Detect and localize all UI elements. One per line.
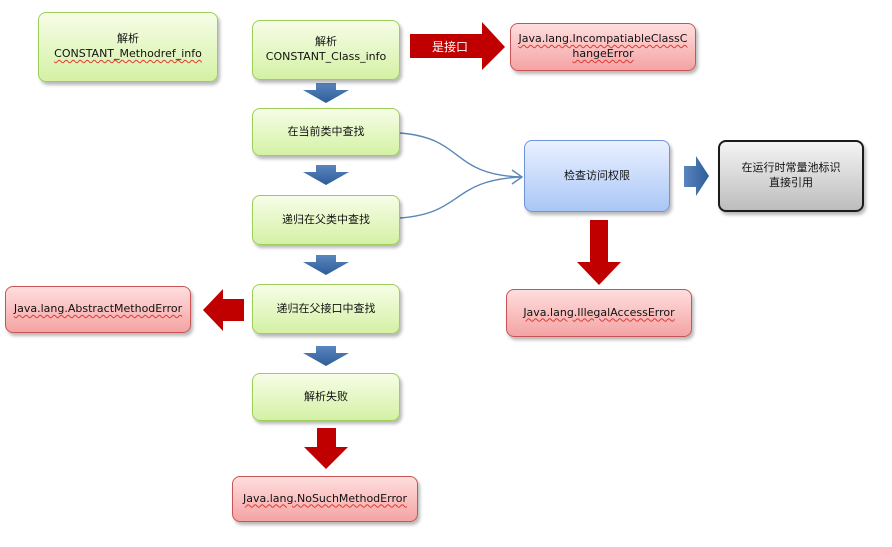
node-direct-ref-line2: 直接引用 (769, 176, 813, 189)
node-check-access: 检查访问权限 (524, 140, 670, 212)
node-parse-fail: 解析失败 (252, 373, 400, 421)
down-arrow-4 (303, 346, 349, 366)
curve-parent-to-access (399, 176, 523, 219)
red-arrow-interface (410, 22, 505, 70)
is-interface-label: 是接口 (432, 40, 469, 54)
node-incompatible-line1: Java.lang.IncompatiableClassC (518, 32, 688, 46)
node-find-current-label: 在当前类中查找 (287, 124, 365, 138)
node-find-parent: 递归在父类中查找 (252, 195, 400, 245)
node-abstract-error-label: Java.lang.AbstractMethodError (13, 302, 183, 316)
down-arrow-2 (303, 165, 349, 185)
node-illegal-error: Java.lang.IllegalAccessError (506, 289, 692, 337)
node-incompatible-error: Java.lang.IncompatiableClassC hangeError (510, 23, 696, 71)
node-direct-ref: 在运行时常量池标识 直接引用 (718, 140, 864, 212)
node-abstract-error: Java.lang.AbstractMethodError (5, 286, 191, 333)
node-parse-class: 解析 CONSTANT_Class_info (252, 20, 400, 80)
node-check-access-label: 检查访问权限 (564, 168, 630, 182)
node-parse-fail-label: 解析失败 (304, 389, 348, 403)
curve-current-to-access (399, 132, 523, 178)
red-arrow-illegal (577, 220, 621, 285)
node-parse-class-title: 解析 (315, 35, 337, 49)
node-find-interface: 递归在父接口中查找 (252, 284, 400, 334)
down-arrow-1 (303, 83, 349, 103)
node-nosuch-error-label: Java.lang.NoSuchMethodError (243, 491, 407, 505)
node-parse-methodref: 解析 CONSTANT_Methodref_info (38, 12, 218, 82)
node-parse-methodref-sub: CONSTANT_Methodref_info (54, 47, 202, 60)
node-find-current: 在当前类中查找 (252, 108, 400, 156)
red-arrow-nosuch (304, 428, 348, 469)
right-arrow-direct (684, 156, 709, 196)
node-parse-methodref-title: 解析 (117, 32, 139, 46)
node-parse-class-sub: CONSTANT_Class_info (265, 50, 387, 63)
node-find-interface-label: 递归在父接口中查找 (276, 301, 376, 315)
node-nosuch-error: Java.lang.NoSuchMethodError (232, 476, 418, 522)
node-illegal-error-label: Java.lang.IllegalAccessError (523, 305, 675, 319)
node-find-parent-label: 递归在父类中查找 (282, 212, 370, 226)
red-arrow-abstract (203, 289, 244, 331)
node-incompatible-line2: hangeError (572, 47, 634, 60)
down-arrow-3 (303, 255, 349, 275)
curve-arrowhead (511, 169, 524, 185)
node-direct-ref-line1: 在运行时常量池标识 (741, 161, 841, 175)
